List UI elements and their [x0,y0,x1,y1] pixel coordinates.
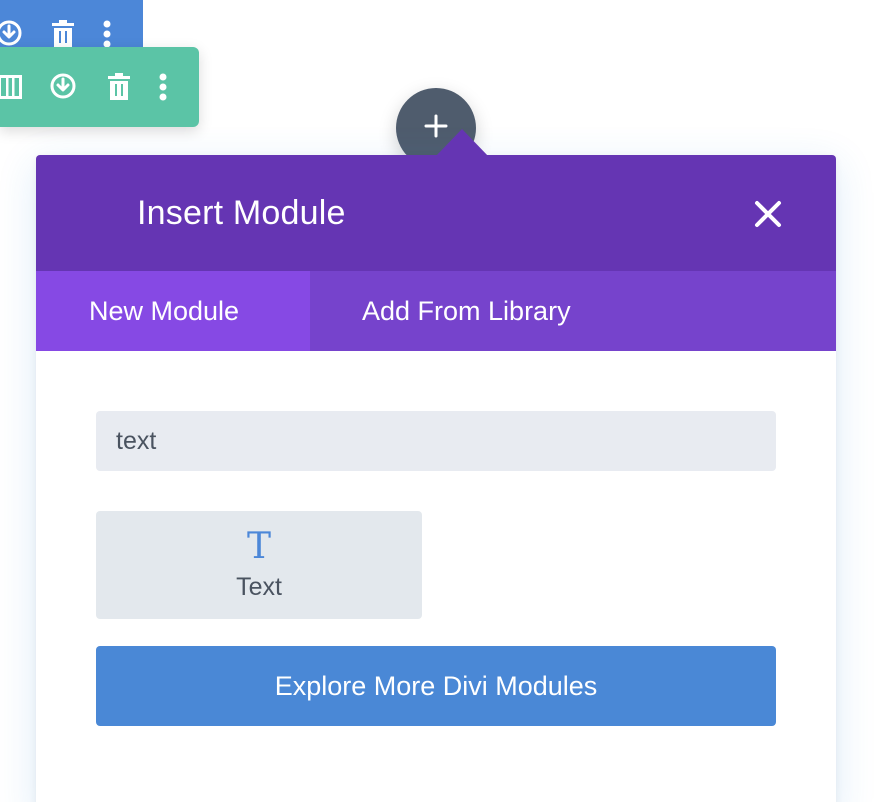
modal-tabs: New Module Add From Library [36,271,836,351]
modal-pointer [435,129,489,157]
more-icon[interactable] [103,20,111,48]
module-label: Text [236,573,282,601]
save-icon[interactable] [0,19,23,49]
tab-label: Add From Library [362,296,571,326]
row-toolbar [0,47,199,127]
tab-new-module[interactable]: New Module [36,271,310,351]
columns-icon[interactable] [0,75,22,99]
modal-header: Insert Module [36,155,836,271]
search-input[interactable] [96,411,776,471]
save-icon[interactable] [49,72,77,102]
close-icon[interactable] [752,198,784,230]
module-item-text[interactable]: T Text [96,511,422,619]
more-icon[interactable] [159,73,167,101]
trash-icon[interactable] [51,20,75,47]
text-icon: T [246,526,271,567]
tab-label: New Module [89,296,240,326]
explore-more-modules-button[interactable]: Explore More Divi Modules [96,646,776,726]
insert-module-modal: Insert Module New Module Add From Librar… [36,129,836,802]
tab-add-from-library[interactable]: Add From Library [310,271,836,351]
trash-icon[interactable] [107,73,131,100]
modal-title: Insert Module [137,194,346,232]
